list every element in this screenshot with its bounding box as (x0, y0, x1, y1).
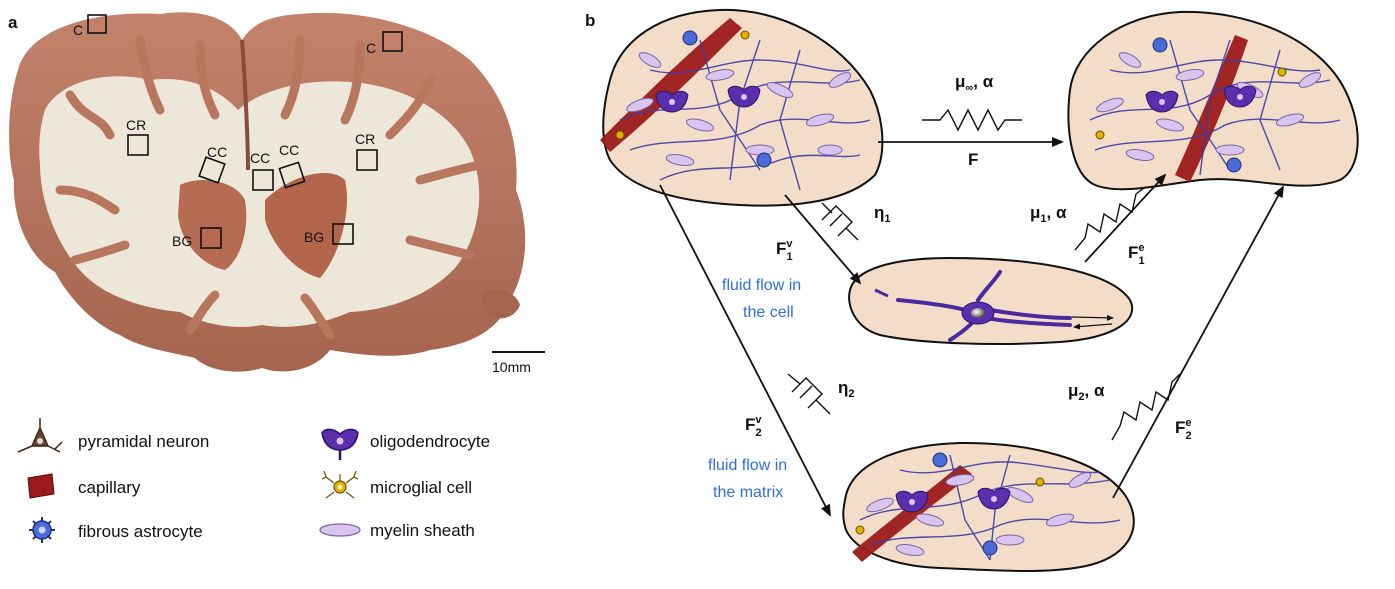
pyramidal-neuron-icon (18, 418, 62, 452)
brain-section-photo: C C CR CR CC CC CC BG BG (9, 12, 525, 371)
legend-label-capillary: capillary (78, 478, 141, 497)
label-eta1: η1 (874, 203, 891, 225)
label-eta2: η2 (838, 378, 855, 400)
roi-label-cr-right: CR (355, 131, 375, 147)
panel-a-letter: a (8, 13, 18, 32)
panel-b-letter: b (585, 11, 595, 30)
roi-label-bg-left: BG (172, 233, 192, 249)
single-cell-tissue (849, 258, 1132, 344)
spring-mu1-icon (1075, 188, 1144, 250)
spring-top-icon (922, 110, 1022, 130)
tissue-bottom (843, 443, 1134, 571)
tissue-top-right (1068, 12, 1357, 189)
roi-label-cr-left: CR (126, 117, 146, 133)
legend-label-myelin-sheath: myelin sheath (370, 521, 475, 540)
roi-label-cc-1: CC (207, 144, 227, 160)
roi-label-cc-3: CC (279, 142, 299, 158)
scale-bar-label: 10mm (492, 359, 531, 375)
capillary-icon (28, 474, 54, 498)
microglial-cell-icon (322, 471, 358, 498)
roi-label-c-right: C (366, 40, 376, 56)
legend-label-microglial-cell: microglial cell (370, 478, 472, 497)
myelin-sheath-icon (320, 524, 360, 536)
flow-matrix-line-2: the matrix (713, 484, 783, 501)
dashpot-eta1-icon (822, 203, 858, 240)
label-mu-inf: μ∞, α (955, 72, 994, 94)
oligodendrocyte-icon (322, 429, 358, 460)
spring-mu2-icon (1112, 374, 1180, 440)
flow-matrix-line-1: fluid flow in (708, 457, 787, 474)
roi-label-c-left: C (73, 22, 83, 38)
dashpot-eta2-icon (788, 374, 830, 414)
legend-label-pyramidal-neuron: pyramidal neuron (78, 432, 209, 451)
tissue-top-left (600, 10, 882, 206)
label-mu2: μ2, α (1068, 381, 1105, 403)
flow-cell-line-2: the cell (743, 304, 794, 321)
legend-label-fibrous-astrocyte: fibrous astrocyte (78, 522, 203, 541)
flow-cell-line-1: fluid flow in (722, 277, 801, 294)
legend-label-oligodendrocyte: oligodendrocyte (370, 432, 490, 451)
fibrous-astrocyte-icon (29, 517, 55, 543)
arrow-F1v (785, 195, 860, 283)
roi-label-bg-right: BG (304, 229, 324, 245)
label-mu1: μ1, α (1030, 203, 1067, 225)
roi-label-cc-2: CC (250, 150, 270, 166)
legend: pyramidal neuron capillary fibrous astro… (18, 418, 490, 543)
arrow-F2e (1113, 187, 1283, 498)
label-F: F (968, 150, 978, 169)
